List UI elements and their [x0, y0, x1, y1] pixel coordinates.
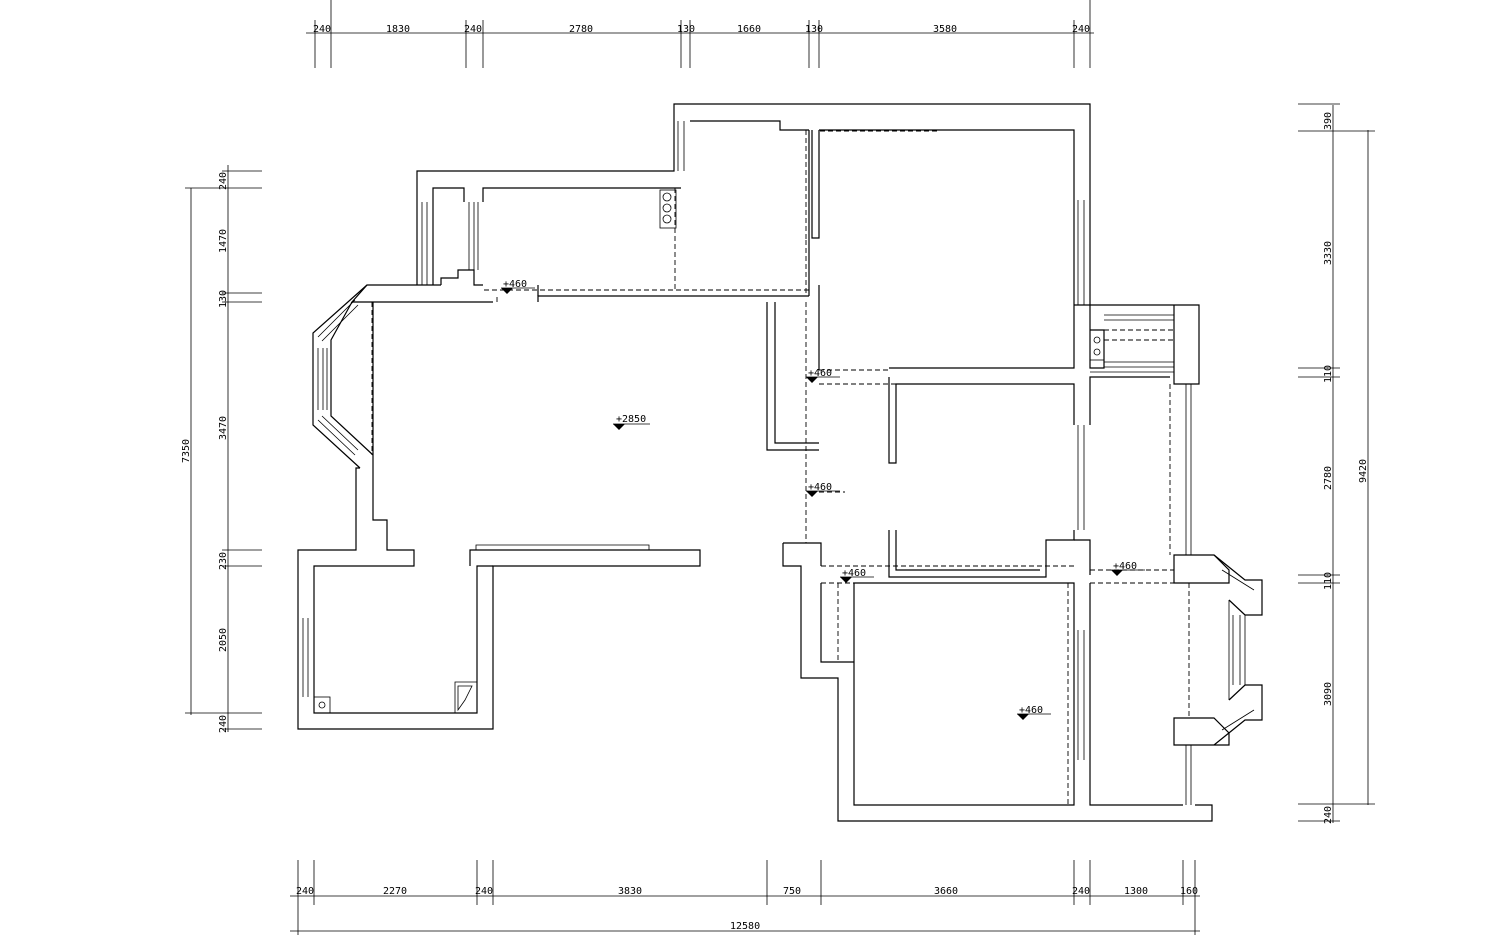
- svg-text:+460: +460: [808, 368, 832, 379]
- dim-right-4: 2780: [1323, 466, 1334, 490]
- elevation-marker-bedroom-lower: +460: [1017, 705, 1051, 720]
- svg-text:+460: +460: [1019, 705, 1043, 716]
- dim-top-6: 1660: [737, 24, 761, 35]
- stove-icon: [659, 189, 677, 229]
- sink-icon: [1089, 329, 1105, 361]
- dim-left-1: 240: [218, 172, 229, 190]
- elevation-marker-hall-middle: +460: [806, 482, 840, 497]
- svg-text:+460: +460: [808, 482, 832, 493]
- svg-text:+460: +460: [1113, 561, 1137, 572]
- dim-left-3: 130: [218, 290, 229, 308]
- dim-bottom-4: 3830: [618, 886, 642, 897]
- dim-bottom-5: 750: [783, 886, 801, 897]
- dashed-lines: [371, 130, 1190, 805]
- dim-right-total: 9420: [1358, 459, 1369, 483]
- door-swing-icon: [454, 681, 477, 713]
- dim-left-2: 1470: [218, 229, 229, 253]
- dim-top-9: 240: [1072, 24, 1090, 35]
- dim-left-6: 2050: [218, 628, 229, 652]
- dim-bottom-2: 2270: [383, 886, 407, 897]
- dim-right-2: 3330: [1323, 241, 1334, 265]
- svg-text:+460: +460: [842, 568, 866, 579]
- dim-left-5: 230: [218, 552, 229, 570]
- elevation-marker-hall-upper: +460: [806, 368, 840, 383]
- dim-right-1: 390: [1323, 112, 1334, 130]
- fixtures: [313, 189, 1105, 714]
- dim-left-4: 3470: [218, 416, 229, 440]
- dim-top-7: 130: [805, 24, 823, 35]
- dim-top-2: 1830: [386, 24, 410, 35]
- elevation-marker-hall-lower: +460: [840, 568, 874, 583]
- dim-bottom-total: 12580: [730, 921, 760, 932]
- dim-bottom-7: 240: [1072, 886, 1090, 897]
- dim-right-3: 110: [1323, 365, 1334, 383]
- dim-left-total: 7350: [181, 439, 192, 463]
- windows: [302, 121, 1192, 805]
- left-dimension-labels: 240 1470 130 3470 230 2050 240 7350: [181, 172, 229, 733]
- right-dimension-labels: 390 3330 110 2780 110 3090 240 9420: [1323, 112, 1369, 824]
- elevation-marker-living: +2850: [613, 414, 650, 430]
- elevation-marker-balcony: +460: [1111, 561, 1145, 576]
- dim-top-1: 240: [313, 24, 331, 35]
- dim-bottom-9: 160: [1180, 886, 1198, 897]
- floor-drain-icon: [313, 696, 331, 714]
- elevation-markers: +2850 +460 +460 +460 +460 +460: [501, 279, 1145, 720]
- dim-bottom-1: 240: [296, 886, 314, 897]
- dim-right-5: 110: [1323, 572, 1334, 590]
- dim-top-4: 2780: [569, 24, 593, 35]
- dim-top-3: 240: [464, 24, 482, 35]
- svg-text:+2850: +2850: [616, 414, 646, 425]
- dim-left-7: 240: [218, 715, 229, 733]
- dim-bottom-3: 240: [475, 886, 493, 897]
- exterior-walls: [297, 103, 1263, 822]
- dim-bottom-8: 1300: [1124, 886, 1148, 897]
- dim-right-6: 3090: [1323, 682, 1334, 706]
- dim-right-7: 240: [1323, 806, 1334, 824]
- bottom-dimension-labels: 240 2270 240 3830 750 3660 240 1300 160 …: [296, 886, 1198, 932]
- dimension-lines: [185, 0, 1375, 935]
- elevation-marker-top-corridor: +460: [501, 279, 535, 294]
- dim-top-8: 3580: [933, 24, 957, 35]
- dim-top-5: 130: [677, 24, 695, 35]
- dim-bottom-6: 3660: [934, 886, 958, 897]
- top-dimension-labels: 240 1830 240 2780 130 1660 130 3580 240: [313, 24, 1090, 35]
- svg-text:+460: +460: [503, 279, 527, 290]
